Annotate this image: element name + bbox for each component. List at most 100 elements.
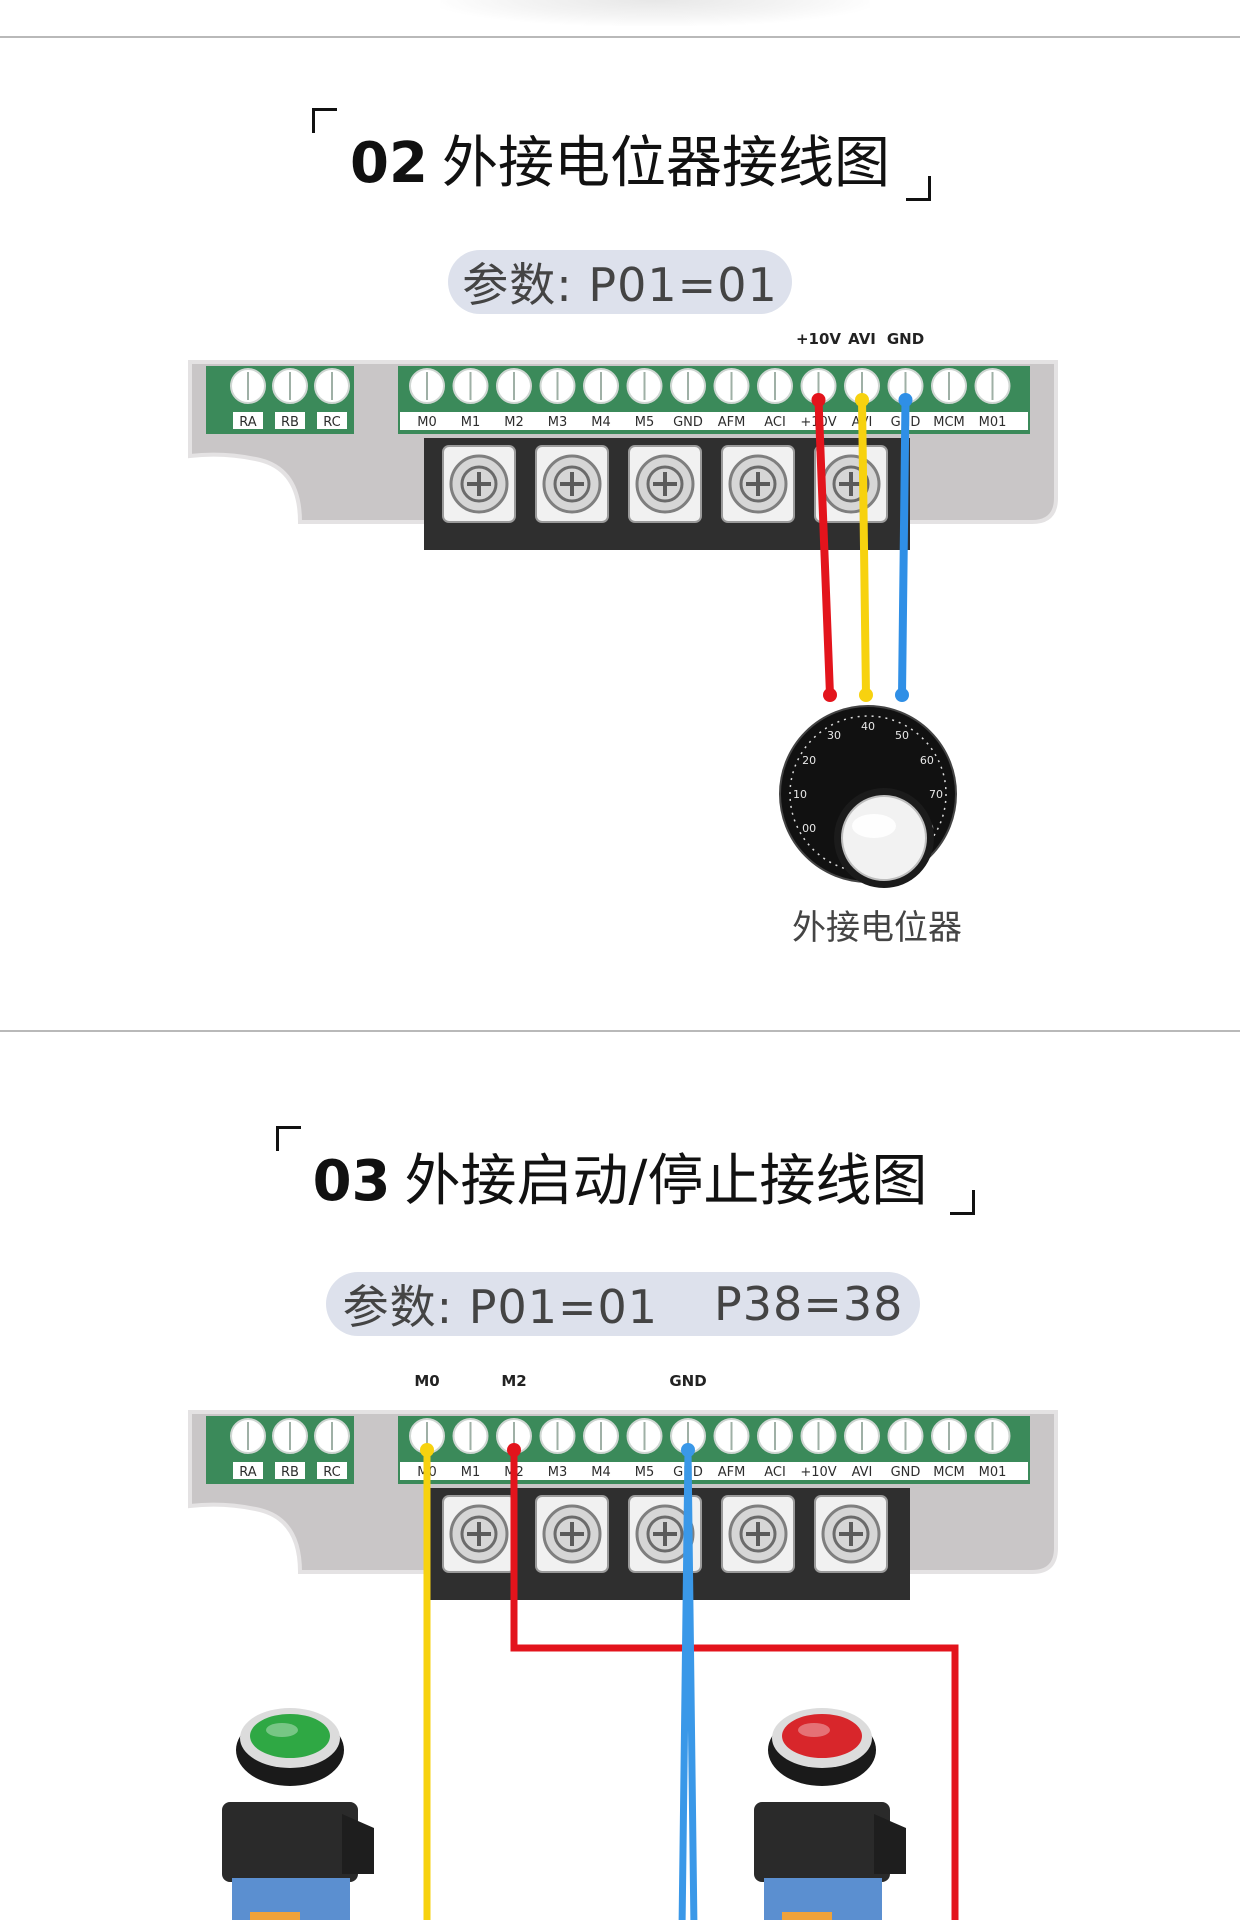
wire-end-terminal (420, 1443, 434, 1457)
screw-cross-icon (560, 1522, 584, 1546)
dial-mark: 20 (802, 754, 816, 767)
terminal-label-m01: M01 (979, 1465, 1007, 1480)
terminal-label-avi: AVI (852, 1465, 873, 1480)
screw-ring (646, 1515, 684, 1553)
wire-10v (814, 396, 834, 699)
screw-cross-icon (746, 472, 770, 496)
terminal-label-m3: M3 (548, 415, 568, 430)
terminal-label-aci: ACI (764, 415, 786, 430)
divider-top (0, 36, 1240, 38)
terminal-label-mcm: MCM (933, 415, 965, 430)
wire-gnd (678, 1449, 698, 1920)
dial-mark: 50 (895, 729, 909, 742)
section-03-param-b: P38=38 (714, 1277, 904, 1331)
terminal-label-m4: M4 (591, 415, 611, 430)
screw-ring (553, 1515, 591, 1553)
section-03-param-pill: 参数: P01=01 P38=38 (326, 1272, 920, 1336)
wire-end-terminal (681, 1443, 695, 1457)
terminal-label-m5: M5 (635, 1465, 655, 1480)
terminal-label-rc: RC (323, 1465, 340, 1480)
screw-cross-icon (653, 472, 677, 496)
dial-mark: 40 (861, 720, 875, 733)
button-clip (874, 1814, 906, 1874)
terminal-label-afm: AFM (718, 1465, 746, 1480)
section-03-number: 03 (312, 1149, 391, 1214)
title-bracket-open (276, 1126, 301, 1151)
wire-end-pot (823, 688, 837, 702)
terminal-label-box (317, 412, 347, 429)
dial-mark: 70 (929, 788, 943, 801)
wire-end-pot (895, 688, 909, 702)
button-collar (754, 1802, 890, 1882)
top-shadow (440, 0, 870, 26)
top-label-m2: M2 (501, 1372, 526, 1390)
button-collar (222, 1802, 358, 1882)
title-bracket-open (312, 108, 337, 133)
terminal-label-m4: M4 (591, 1465, 611, 1480)
terminal-label-m0: M0 (417, 415, 437, 430)
screw-ring (832, 465, 870, 503)
screw-ring (739, 1515, 777, 1553)
button-cap (250, 1714, 330, 1758)
terminal-label-ra: RA (239, 415, 257, 430)
terminal-label-aci: ACI (764, 1465, 786, 1480)
dial-mark: 30 (827, 729, 841, 742)
screw-ring (460, 1515, 498, 1553)
section-02-param: 参数: P01=01 (462, 258, 778, 312)
screw-ring (553, 465, 591, 503)
terminal-label-m1: M1 (461, 1465, 481, 1480)
terminal-label-box (275, 412, 305, 429)
terminal-label-afm: AFM (718, 415, 746, 430)
terminal-label-m5: M5 (635, 415, 655, 430)
terminal-label-box (275, 1462, 305, 1479)
terminal-label-m1: M1 (461, 415, 481, 430)
button-highlight (266, 1723, 298, 1737)
title-bracket-close (950, 1190, 975, 1215)
screw-ring (460, 465, 498, 503)
start-button (222, 1708, 374, 1920)
screw-cross-icon (653, 1522, 677, 1546)
terminal-label-gnd: GND (673, 415, 703, 430)
terminal-label-mcm: MCM (933, 1465, 965, 1480)
terminal-label-ra: RA (239, 1465, 257, 1480)
knob-cap (841, 795, 927, 881)
dial-mark: 10 (793, 788, 807, 801)
terminal-label-box (233, 412, 263, 429)
screw-cross-icon (839, 1522, 863, 1546)
wire-avi (858, 396, 870, 699)
wire-end-terminal (855, 393, 869, 407)
label-band (400, 1462, 1028, 1480)
button-terminal (250, 1912, 300, 1920)
top-label-gnd: GND (669, 1372, 706, 1390)
terminal-label-gnd: GND (891, 1465, 921, 1480)
screw-ring (739, 465, 777, 503)
dial-ticks (789, 715, 947, 873)
stop-button (754, 1708, 906, 1920)
terminal-label-m01: M01 (979, 415, 1007, 430)
terminal-label-m2: M2 (504, 415, 524, 430)
screw-ring (646, 465, 684, 503)
top-label-avi: AVI (848, 330, 876, 348)
wire-end-pot (859, 688, 873, 702)
potentiometer-label: 外接电位器 (792, 908, 962, 948)
screw-cross-icon (467, 472, 491, 496)
divider-middle (0, 1030, 1240, 1032)
section-03-title-text: 外接启动/停止接线图 (404, 1149, 928, 1214)
screw-cross-icon (746, 1522, 770, 1546)
button-highlight (798, 1723, 830, 1737)
wire-end-terminal (811, 393, 826, 407)
terminal-label-rc: RC (323, 415, 340, 430)
section-03-param-a: 参数: P01=01 (342, 1280, 659, 1334)
wire-gnd (898, 396, 910, 699)
button-terminal (782, 1912, 832, 1920)
button-clip (342, 1814, 374, 1874)
screw-cross-icon (467, 1522, 491, 1546)
terminal-label-m3: M3 (548, 1465, 568, 1480)
top-label-10v: +10V (796, 330, 841, 348)
terminal-label-rb: RB (281, 415, 299, 430)
section-02-title-text: 外接电位器接线图 (441, 131, 890, 196)
